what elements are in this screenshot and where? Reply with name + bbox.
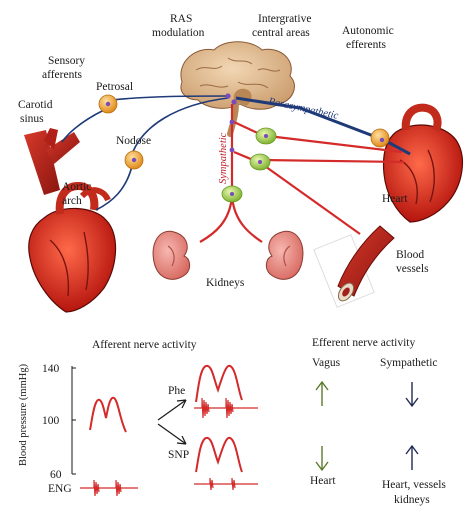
heart-vessels-label-1: Heart, vessels [382, 479, 446, 491]
ganglion-sympathetic-1 [255, 127, 277, 145]
phe-eng-trace [194, 397, 258, 419]
y-tick-60: 60 [50, 469, 62, 481]
aortic-heart [28, 181, 117, 313]
label-ras-1: RAS [170, 13, 192, 25]
label-sympathetic: Sympathetic [218, 132, 229, 184]
label-blood-2: vessels [396, 263, 429, 275]
snp-pressure-trace [195, 436, 243, 473]
vessels-up-arrow [405, 444, 419, 470]
label-carotid-1: Carotid [18, 99, 53, 111]
heart-down-arrow [315, 446, 329, 472]
vagus-up-arrow [315, 380, 329, 406]
ganglion-nodose [124, 150, 144, 170]
label-parasympathetic: Parasympathetic [266, 96, 339, 122]
baseline-pressure-trace [89, 396, 127, 433]
heart-efferent-label: Heart [310, 475, 336, 487]
blood-vessel-illustration [313, 225, 395, 308]
baseline-eng-trace [80, 479, 138, 497]
arrow-to-snp [157, 423, 187, 445]
ganglion-petrosal [98, 94, 118, 114]
ganglion-sympathetic-2 [249, 153, 271, 171]
phe-label: Phe [168, 385, 185, 397]
phe-pressure-trace [195, 364, 243, 403]
arrow-to-phe-head [176, 399, 187, 409]
central-synapse-dots [225, 93, 237, 153]
y-tick-100: 100 [42, 415, 60, 427]
label-petrosal: Petrosal [96, 81, 133, 93]
sympathetic-down-arrow [405, 382, 419, 408]
label-heart: Heart [382, 193, 408, 205]
y-axis-label: Blood pressure (mmHg) [18, 363, 29, 466]
ganglion-cardiac [370, 128, 390, 148]
label-nodose: Nodose [116, 135, 151, 147]
afferent-title: Afferent nerve activity [92, 339, 197, 351]
label-ras-2: modulation [152, 27, 205, 39]
sympathetic-efferent-label: Sympathetic [380, 357, 438, 369]
vagus-label: Vagus [312, 357, 341, 369]
label-sensory-1: Sensory [48, 55, 85, 67]
brain-illustration [180, 41, 295, 137]
label-kidneys: Kidneys [206, 277, 245, 289]
arrow-to-snp-head [176, 435, 187, 445]
parasympathetic-nerve [235, 96, 411, 156]
label-integrative-1: Intergrative [258, 13, 311, 25]
label-aortic-2: arch [62, 195, 82, 207]
heart-vessels-label-2: kidneys [394, 494, 430, 506]
label-aortic-1: Aortic [62, 181, 91, 193]
label-carotid-2: sinus [20, 113, 44, 125]
snp-label: SNP [168, 449, 189, 461]
carotid-vessel [24, 128, 80, 195]
y-tick-140: 140 [42, 363, 60, 375]
eng-label: ENG [48, 483, 72, 495]
label-sensory-2: afferents [42, 69, 83, 81]
label-autonomic-2: efferents [346, 39, 387, 51]
label-blood-1: Blood [396, 249, 424, 261]
label-autonomic-1: Autonomic [342, 25, 394, 37]
ganglion-sympathetic-3 [221, 185, 243, 203]
afferent-nerves [61, 95, 229, 211]
efferent-title: Efferent nerve activity [312, 337, 415, 349]
kidneys-illustration [152, 230, 304, 280]
snp-eng-trace [194, 477, 258, 491]
arrow-to-phe [157, 399, 187, 421]
label-integrative-2: central areas [252, 27, 310, 39]
